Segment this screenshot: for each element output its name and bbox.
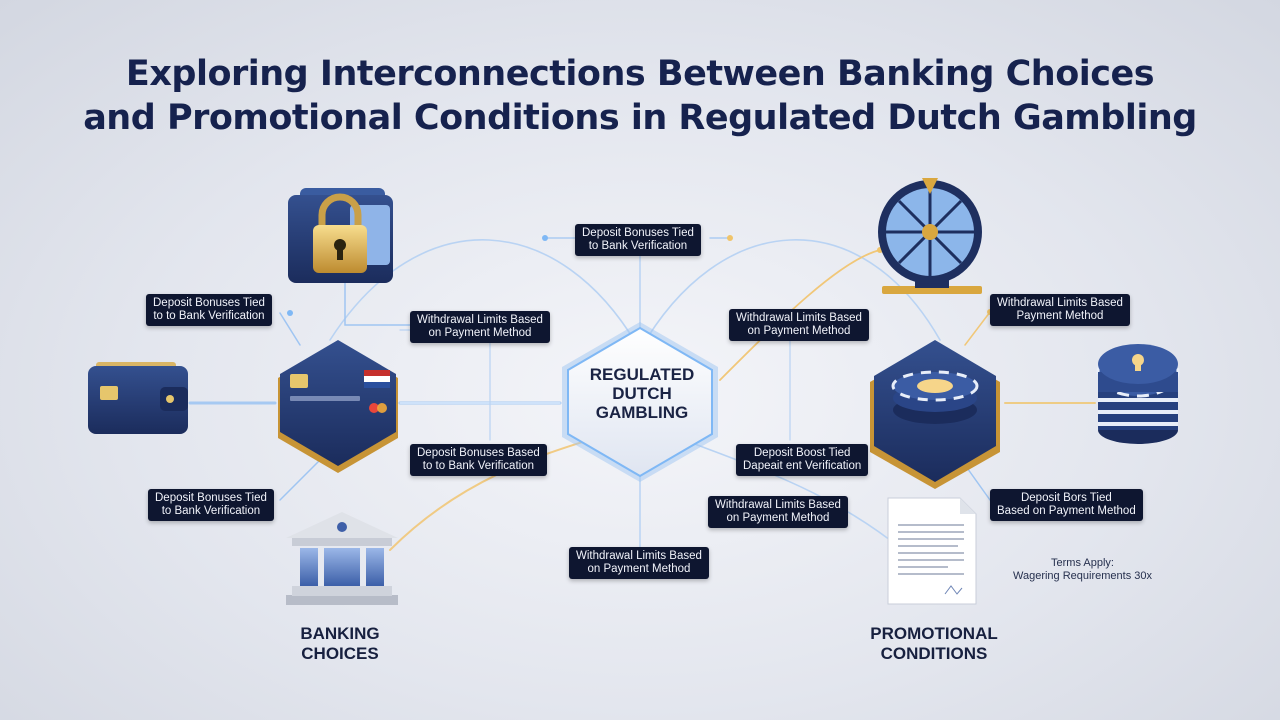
- label-text: Deposit Bonuses Based: [417, 447, 540, 459]
- label-left-mid-upper: Withdrawal Limits Based on Payment Metho…: [410, 311, 550, 343]
- caption-line-1: PROMOTIONAL: [870, 624, 998, 643]
- line-mid-left: [399, 329, 491, 441]
- credit-card-icon: [278, 340, 398, 473]
- hub-line-1: REGULATED: [589, 365, 695, 384]
- arc-upper-left: [329, 239, 641, 351]
- label-text: Withdrawal Limits Based: [997, 297, 1123, 309]
- label-bottom-center: Withdrawal Limits Based on Payment Metho…: [569, 547, 709, 579]
- terms-line-1: Terms Apply:: [1051, 557, 1114, 569]
- label-text: Withdrawal Limits Based: [736, 312, 862, 324]
- terms-document-icon: [887, 497, 977, 605]
- caption-line-1: BANKING: [300, 624, 380, 643]
- label-text: on Payment Method: [587, 563, 691, 575]
- label-text: Withdrawal Limits Based: [576, 550, 702, 562]
- label-text: Dapeait ent Verification: [743, 460, 862, 472]
- label-left-top: Deposit Bonuses Tied to to Bank Verifica…: [146, 294, 272, 326]
- label-text: Deposit Boost Tied: [753, 447, 851, 459]
- terms-line-2: Wagering Requirements 30x: [1013, 570, 1152, 582]
- caption-banking-choices: BANKING CHOICES: [280, 624, 400, 664]
- wallet-lock-icon: [288, 188, 393, 283]
- label-left-mid-lower: Deposit Bonuses Based to to Bank Verific…: [410, 444, 547, 476]
- label-text: on Payment Method: [428, 327, 532, 339]
- wallet-icon: [88, 362, 188, 434]
- bank-building-icon: [286, 512, 398, 605]
- label-text: Deposit Bors Tied: [1020, 492, 1112, 504]
- label-text: Deposit Bonuses Tied: [155, 492, 267, 504]
- label-text: Deposit Bonuses Tied: [153, 297, 265, 309]
- chip-stack-icon: [1096, 344, 1180, 444]
- label-text: to Bank Verification: [588, 240, 688, 252]
- arc-right-up: [719, 249, 881, 381]
- hub-label: REGULATED DUTCH GAMBLING: [566, 365, 718, 422]
- terms-note: Terms Apply: Wagering Requirements 30x: [1013, 557, 1152, 583]
- label-right-mid-upper: Withdrawal Limits Based on Payment Metho…: [729, 309, 869, 341]
- chip-lock-icon: [870, 340, 1000, 489]
- central-hub: [562, 322, 718, 482]
- label-text: Withdrawal Limits Based: [715, 499, 841, 511]
- label-text: Based on Payment Method: [997, 505, 1136, 517]
- label-text: Withdrawal Limits Based: [417, 314, 543, 326]
- label-text: Payment Method: [1016, 310, 1104, 322]
- line-lock-down: [344, 274, 411, 326]
- line-left-top: [279, 312, 301, 346]
- caption-promotional-conditions: PROMOTIONAL CONDITIONS: [858, 624, 1010, 664]
- hub-line-2: DUTCH: [612, 384, 672, 403]
- label-text: to to Bank Verification: [153, 310, 265, 322]
- label-right-top: Withdrawal Limits Based Payment Method: [990, 294, 1130, 326]
- label-left-bottom: Deposit Bonuses Tied to Bank Verificatio…: [148, 489, 274, 521]
- caption-line-2: CHOICES: [301, 644, 379, 663]
- label-text: on Payment Method: [747, 325, 851, 337]
- label-top-center: Deposit Bonuses Tied to Bank Verificatio…: [575, 224, 701, 256]
- caption-line-2: CONDITIONS: [880, 644, 988, 663]
- line-right-bottom: [964, 464, 991, 501]
- prize-wheel-icon: [878, 178, 982, 294]
- label-right-bottom: Deposit Bors Tied Based on Payment Metho…: [990, 489, 1143, 521]
- label-text: to to Bank Verification: [422, 460, 534, 472]
- line-right-top: [964, 311, 991, 346]
- label-right-lower: Withdrawal Limits Based on Payment Metho…: [708, 496, 848, 528]
- netherlands-flag-icon: [364, 370, 390, 388]
- hub-line-3: GAMBLING: [595, 403, 689, 422]
- page-title: Exploring Interconnections Between Banki…: [0, 52, 1280, 140]
- label-text: on Payment Method: [726, 512, 830, 524]
- title-line-2: and Promotional Conditions in Regulated …: [83, 98, 1197, 138]
- title-line-1: Exploring Interconnections Between Banki…: [125, 54, 1155, 94]
- line-left-bottom: [279, 459, 321, 501]
- label-text: to Bank Verification: [161, 505, 261, 517]
- label-text: Deposit Bonuses Tied: [582, 227, 694, 239]
- label-right-mid-lower: Deposit Boost Tied Dapeait ent Verificat…: [736, 444, 869, 476]
